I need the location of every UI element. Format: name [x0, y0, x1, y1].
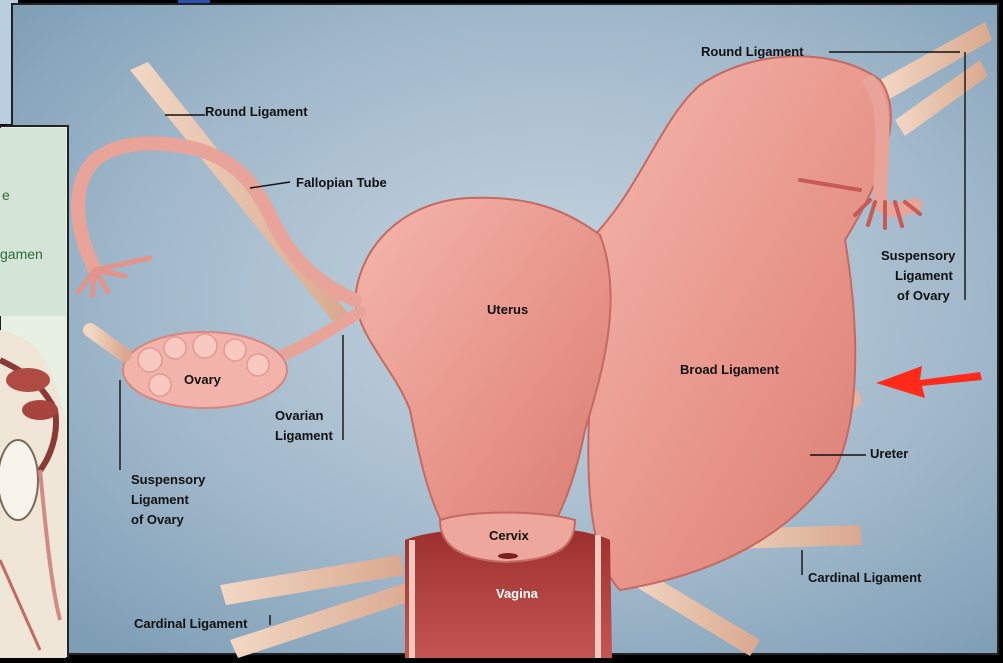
inset-panel: e gamen [0, 126, 68, 658]
label-vagina: Vagina [496, 586, 539, 601]
main-illustration: Round Ligament Fallopian Tube Round Liga… [12, 4, 998, 658]
label-uterus: Uterus [487, 302, 528, 317]
label-suspensory-left-line2: Ligament [131, 492, 189, 507]
label-cardinal-ligament-left: Cardinal Ligament [134, 616, 248, 631]
label-ureter: Ureter [870, 446, 908, 461]
inset-partial-label-1: e [2, 187, 10, 203]
label-fallopian-tube: Fallopian Tube [296, 175, 387, 190]
label-suspensory-right-line3: of Ovary [897, 288, 951, 303]
label-round-ligament-left: Round Ligament [205, 104, 308, 119]
label-suspensory-right-line2: Ligament [895, 268, 953, 283]
label-ovary: Ovary [184, 372, 222, 387]
label-suspensory-left-line1: Suspensory [131, 472, 206, 487]
label-ovarian-ligament-line1: Ovarian [275, 408, 323, 423]
label-cervix: Cervix [489, 528, 530, 543]
label-broad-ligament: Broad Ligament [680, 362, 780, 377]
label-cardinal-ligament-right: Cardinal Ligament [808, 570, 922, 585]
label-suspensory-right-line1: Suspensory [881, 248, 956, 263]
label-suspensory-left-line3: of Ovary [131, 512, 185, 527]
label-round-ligament-right: Round Ligament [701, 44, 804, 59]
inset-partial-label-2: gamen [0, 246, 43, 262]
label-ovarian-ligament-line2: Ligament [275, 428, 333, 443]
